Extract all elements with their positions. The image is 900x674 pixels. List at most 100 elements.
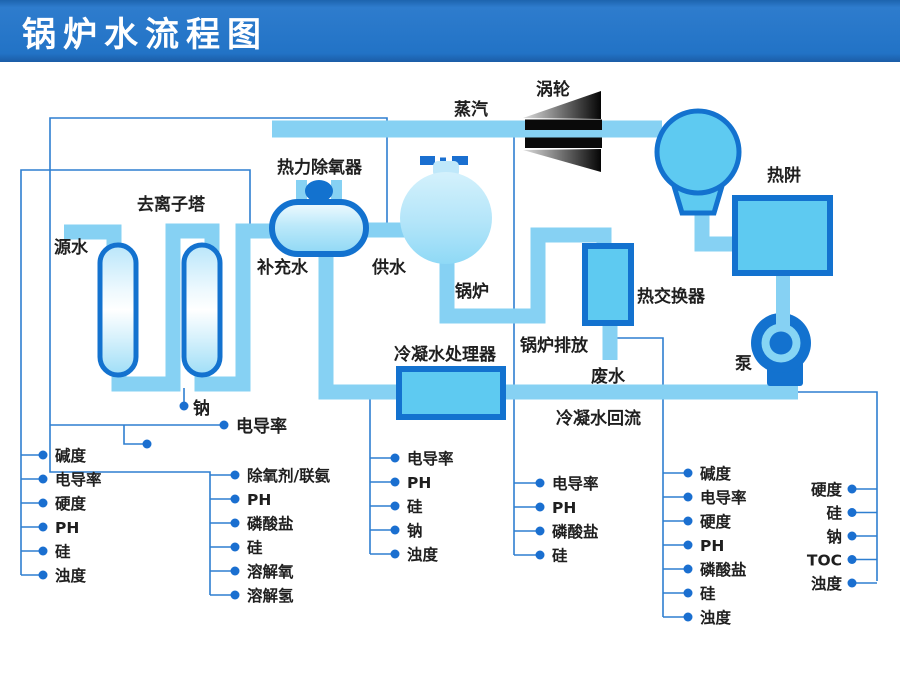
param-label: 硅 [247,538,263,557]
diagram-labels: 源水 去离子塔 热力除氧器 补充水 供水 蒸汽 涡轮 锅炉 热阱 热交换器 锅炉… [54,79,801,437]
sampling-line-return-to-list6 [798,391,878,581]
boiler-blowdown-pipe [439,227,612,324]
sampling-line-sub-branch [123,425,145,445]
param-label: PH [700,537,724,555]
label-conductivity-point: 电导率 [236,416,287,437]
sample-point-dot [38,522,48,532]
sample-point-dot [683,492,693,502]
sample-point-dot [38,570,48,580]
heat-exchanger-vessel [582,243,634,326]
sampling-line-waste-to-list5 [612,337,664,617]
sampling-line-makeup-to-list1 [20,169,251,575]
label-source-water: 源水 [54,237,89,258]
turbine-symbol [523,91,602,172]
label-boiler-blowdown: 锅炉排放 [520,335,589,356]
sample-point-dot [390,477,400,487]
pump-inlet-pipe [776,268,790,340]
sample-point-dot [390,525,400,535]
param-label: 硬度 [55,494,87,513]
param-label: PH [247,491,271,509]
label-condensate-processor: 冷凝水处理器 [394,344,497,365]
param-label: 磷酸盐 [700,560,747,579]
param-label: 钠 [407,521,423,540]
page-title: 锅炉水流程图 [22,14,268,55]
sample-point-dot [38,498,48,508]
sample-point-dot [847,531,857,541]
deaerator-vent-stub [296,180,307,206]
steam-dashed-line [420,156,468,165]
sample-point-dot [179,401,189,411]
param-label: PH [55,519,79,537]
condensate-return-pipe [318,250,798,400]
label-pump: 泵 [735,354,752,374]
boiler-vessel [400,172,492,264]
deaerator-dome [305,180,333,202]
sample-point-dot [535,526,545,536]
param-label: 硅 [407,497,423,516]
sample-point-dot [847,484,857,494]
label-steam: 蒸汽 [454,99,488,120]
vessels [97,108,833,420]
param-label: 硅 [700,584,716,603]
deionizer-column-1 [97,242,139,378]
title-bar: 锅炉水流程图 [0,0,900,62]
param-label: 浊度 [700,608,732,627]
label-feed-water: 供水 [371,257,407,278]
sample-point-dot [683,564,693,574]
param-label: 硅 [552,546,568,565]
param-label: 磷酸盐 [247,514,294,533]
param-label: 浊度 [407,545,439,564]
condenser-dome [654,108,742,196]
label-heat-exchanger: 热交换器 [637,286,706,307]
sample-point-dot [230,518,240,528]
param-label: TOC [807,552,842,570]
param-label: PH [552,499,576,517]
condensate-processor-vessel [396,366,506,420]
sample-point-dot [230,470,240,480]
sample-point-dot [390,549,400,559]
sample-point-dot [683,588,693,598]
sample-point-dot [535,502,545,512]
sample-point-dot [230,494,240,504]
sample-point-dot [38,450,48,460]
sample-point-dot [390,453,400,463]
label-condensate-return: 冷凝水回流 [556,408,641,429]
param-label: 电导率 [700,488,747,507]
sample-point-dot [219,420,229,430]
label-heat-sink: 热阱 [767,165,801,186]
param-label: 钠 [826,527,842,546]
thermal-deaerator-vessel [269,199,369,257]
parameter-lists: 碱度电导率硬度PH硅浊度除氧剂/联氨PH磷酸盐硅溶解氧溶解氢电导率PH硅钠浊度电… [21,446,877,627]
label-sodium-point: 钠 [193,398,210,419]
sample-point-dot [683,612,693,622]
param-label: PH [407,474,431,492]
deaerator-vent-stub [331,180,342,206]
sample-point-dot [230,542,240,552]
param-label: 溶解氧 [247,562,294,581]
param-label: 磷酸盐 [552,522,599,541]
param-label: 电导率 [407,449,454,468]
param-label: 浊度 [811,574,843,593]
sample-point-dot [230,590,240,600]
param-label: 硬度 [700,512,732,531]
label-boiler: 锅炉 [455,281,489,302]
sample-point-dot [847,555,857,564]
param-label: 硅 [826,504,842,523]
sample-point-dot [142,439,152,449]
param-label: 碱度 [700,464,732,483]
pump-hub [769,331,793,355]
label-waste-water: 废水 [591,366,626,387]
sample-point-dot [230,566,240,576]
param-label: 硬度 [811,480,843,499]
sample-point-dot [847,508,857,517]
param-label: 碱度 [55,446,87,465]
deionizer-column-2 [181,242,223,378]
label-makeup-water: 补充水 [256,257,309,278]
sample-point-dot [683,468,693,478]
